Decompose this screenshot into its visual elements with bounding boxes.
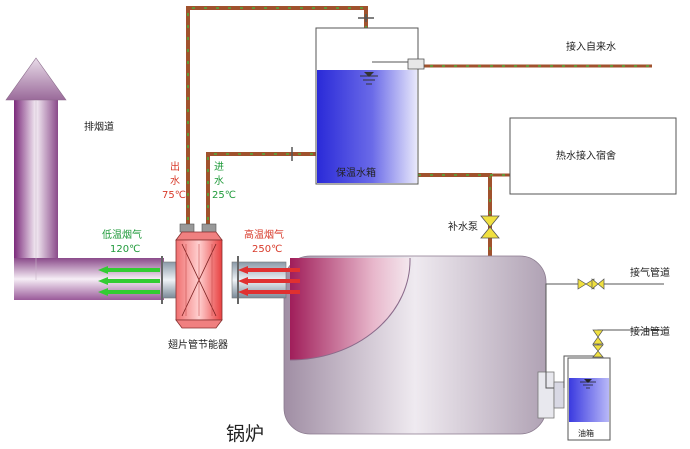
water-out-temp: 75℃: [162, 190, 186, 201]
oil-pipe-label: 接油管道: [630, 325, 670, 338]
boiler: [283, 255, 565, 435]
economizer: [175, 223, 223, 329]
economizer-label: 翅片管节能器: [168, 338, 228, 351]
exhaust-duct: [5, 57, 164, 300]
oil-valve-icon: [592, 329, 604, 358]
high-temp-value: 250℃: [252, 244, 282, 255]
water-in-label-1: 进: [214, 161, 224, 173]
water-tank-label: 保温水箱: [336, 166, 376, 179]
low-temp-value: 120℃: [110, 244, 140, 255]
low-temp-arrows: [98, 266, 160, 296]
high-temp-flue-label: 高温烟气: [244, 228, 284, 241]
exhaust-duct-label: 排烟道: [84, 120, 114, 133]
water-out-label-2: 水: [170, 175, 180, 187]
water-out-label-1: 出: [170, 160, 180, 173]
gas-valve-icon: [577, 278, 605, 290]
water-tank: [315, 27, 425, 185]
tap-water-label: 接入自来水: [566, 40, 616, 53]
makeup-pump-label: 补水泵: [448, 220, 478, 233]
oil-tank-label: 油箱: [578, 428, 594, 438]
low-temp-flue-label: 低温烟气: [102, 228, 142, 241]
makeup-pump-icon: [480, 215, 500, 239]
gas-pipe-label: 接气管道: [630, 266, 670, 279]
dorm-box: [509, 117, 677, 195]
water-in-label-2: 水: [214, 175, 224, 187]
exhaust-up-arrow: [5, 57, 67, 101]
high-temp-arrows: [238, 266, 300, 296]
boiler-label: 锅炉: [226, 423, 264, 445]
hot-water-dorm-label: 热水接入宿舍: [556, 149, 616, 162]
water-in-temp: 25℃: [212, 190, 236, 201]
oil-tank: [567, 357, 611, 441]
